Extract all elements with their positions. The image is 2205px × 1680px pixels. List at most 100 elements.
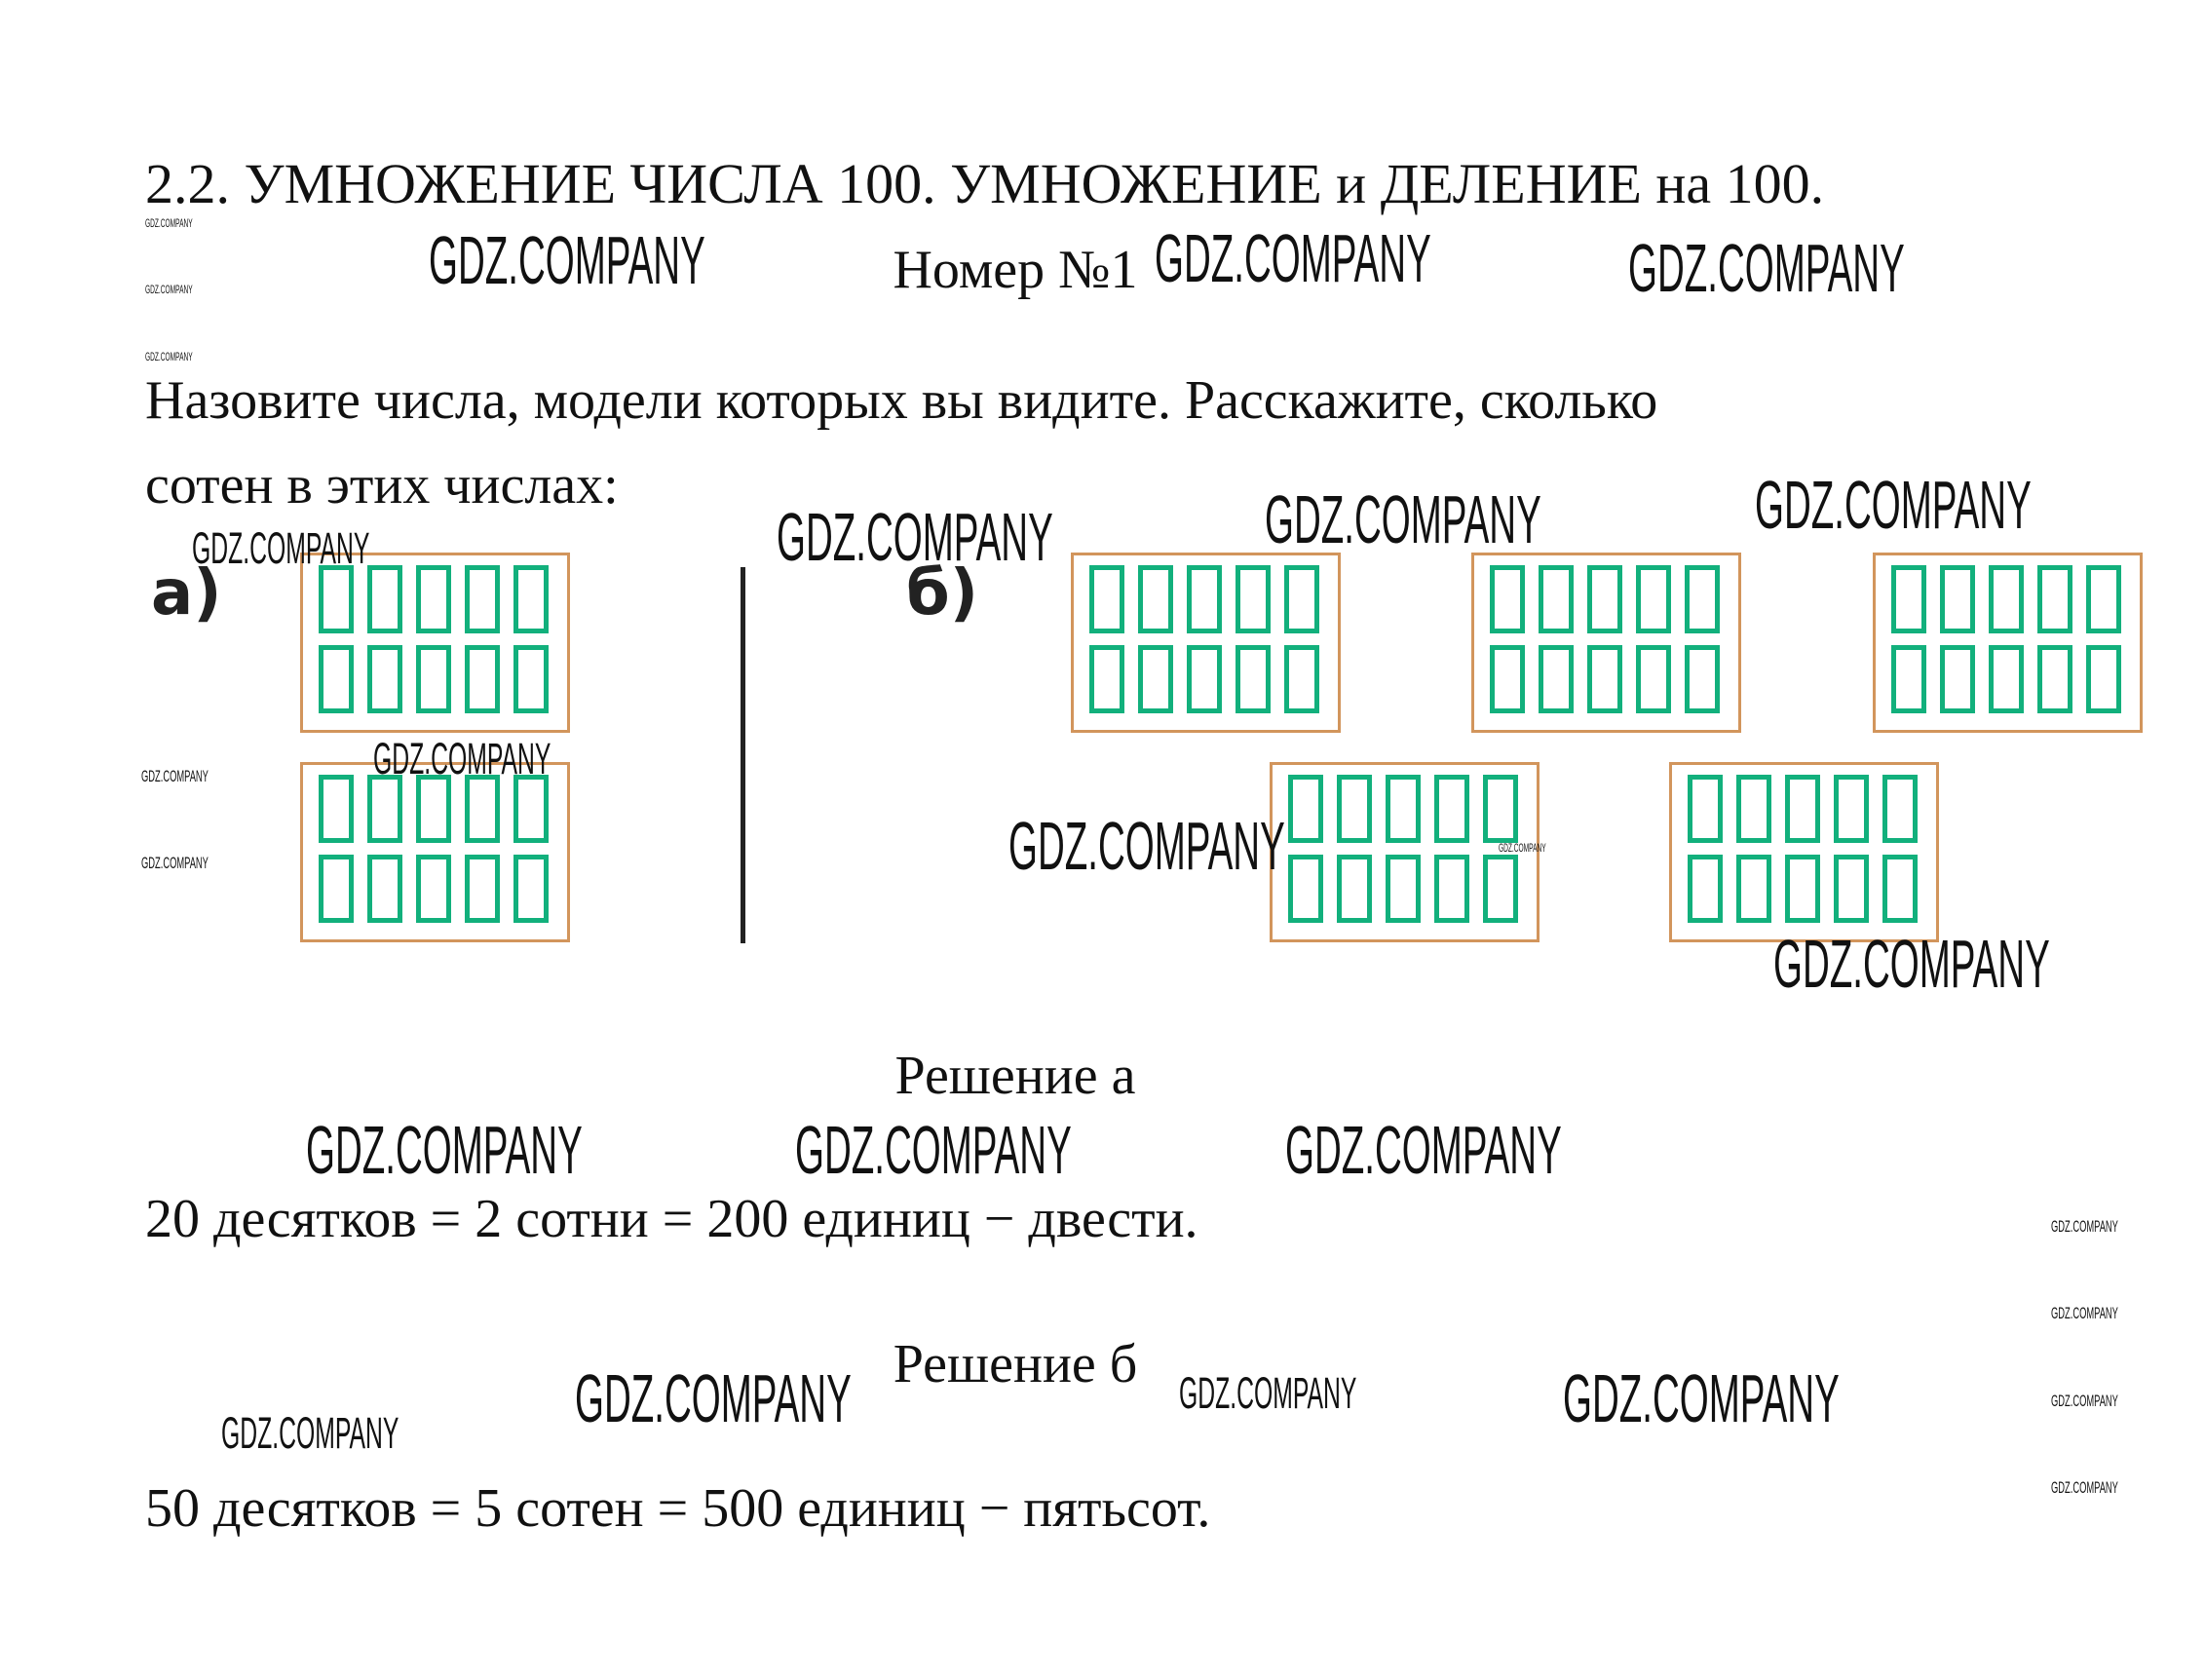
ten-block: [416, 855, 451, 923]
ten-block: [367, 775, 402, 843]
ten-block: [1089, 645, 1124, 713]
watermark: GDZ.COMPANY: [141, 854, 209, 872]
ten-block: [1434, 855, 1469, 923]
ten-block: [513, 855, 549, 923]
ten-block: [1138, 565, 1173, 633]
ten-block: [1288, 775, 1323, 843]
watermark: GDZ.COMPANY: [575, 1360, 852, 1436]
watermark: GDZ.COMPANY: [2051, 1304, 2118, 1322]
watermark: GDZ.COMPANY: [429, 222, 705, 298]
label-a: а): [151, 557, 222, 630]
page-title: 2.2. УМНОЖЕНИЕ ЧИСЛА 100. УМНОЖЕНИЕ и ДЕ…: [145, 152, 1825, 215]
ten-block: [1337, 855, 1372, 923]
ten-block: [1288, 855, 1323, 923]
ten-block: [1587, 645, 1622, 713]
watermark: GDZ.COMPANY: [1628, 230, 1905, 306]
ten-block: [1736, 855, 1771, 923]
ten-block: [1587, 565, 1622, 633]
watermark: GDZ.COMPANY: [777, 499, 1053, 575]
watermark: GDZ.COMPANY: [221, 1408, 399, 1458]
task-text-line-1: Назовите числа, модели которых вы видите…: [145, 370, 1658, 431]
watermark: GDZ.COMPANY: [795, 1112, 1072, 1188]
ten-block: [1434, 775, 1469, 843]
watermark: GDZ.COMPANY: [1285, 1112, 1562, 1188]
ten-block: [513, 775, 549, 843]
ten-block: [465, 565, 500, 633]
ten-block: [1483, 855, 1518, 923]
ten-block: [1636, 565, 1671, 633]
ten-block: [1490, 645, 1525, 713]
ten-block: [1940, 565, 1975, 633]
ten-block: [1736, 775, 1771, 843]
ten-block: [367, 645, 402, 713]
ten-block: [1685, 565, 1720, 633]
ten-block: [465, 855, 500, 923]
ten-block: [465, 645, 500, 713]
watermark: GDZ.COMPANY: [2051, 1217, 2118, 1236]
ten-block: [1236, 565, 1271, 633]
divider-line: [741, 567, 745, 943]
watermark: GDZ.COMPANY: [192, 523, 370, 573]
ten-block: [513, 645, 549, 713]
hundred-model-b: [1270, 762, 1540, 942]
watermark: GDZ.COMPANY: [306, 1112, 583, 1188]
ten-block: [1891, 565, 1926, 633]
hundred-model-a: [300, 762, 570, 942]
ten-block: [319, 645, 354, 713]
hundred-model-a: [300, 553, 570, 733]
ten-block: [2037, 645, 2072, 713]
ten-block: [2086, 645, 2121, 713]
watermark: GDZ.COMPANY: [1265, 481, 1541, 557]
watermark: GDZ.COMPANY: [145, 350, 193, 363]
hundred-model-b: [1669, 762, 1939, 942]
ten-block: [1834, 855, 1869, 923]
exercise-number: Номер №1: [893, 240, 1138, 300]
ten-block: [1284, 645, 1319, 713]
ten-block: [1891, 645, 1926, 713]
solution-a-heading: Решение а: [894, 1046, 1136, 1106]
ten-block: [1138, 645, 1173, 713]
ten-block: [1688, 855, 1723, 923]
ten-block: [1187, 565, 1222, 633]
ten-block: [2037, 565, 2072, 633]
ten-block: [1882, 775, 1918, 843]
ten-block: [513, 565, 549, 633]
ten-block: [1882, 855, 1918, 923]
watermark: GDZ.COMPANY: [373, 734, 551, 783]
ten-block: [1989, 645, 2024, 713]
ten-block: [1685, 645, 1720, 713]
ten-block: [1236, 645, 1271, 713]
solution-b-text: 50 десятков = 5 сотен = 500 единиц − пят…: [145, 1478, 1211, 1539]
ten-block: [1940, 645, 1975, 713]
ten-block: [1490, 565, 1525, 633]
ten-block: [319, 775, 354, 843]
task-text-line-2: сотен в этих числах:: [145, 455, 619, 515]
ten-block: [1539, 565, 1574, 633]
hundred-model-b: [1471, 553, 1741, 733]
watermark: GDZ.COMPANY: [145, 283, 193, 296]
ten-block: [465, 775, 500, 843]
watermark: GDZ.COMPANY: [1179, 1368, 1357, 1418]
ten-block: [1386, 775, 1421, 843]
watermark: GDZ.COMPANY: [1499, 841, 1546, 855]
hundred-model-b: [1873, 553, 2143, 733]
ten-block: [1785, 855, 1820, 923]
ten-block: [1386, 855, 1421, 923]
watermark: GDZ.COMPANY: [1563, 1360, 1840, 1436]
watermark: GDZ.COMPANY: [141, 767, 209, 785]
watermark: GDZ.COMPANY: [1008, 808, 1285, 884]
ten-block: [416, 565, 451, 633]
watermark: GDZ.COMPANY: [1155, 220, 1431, 296]
solution-b-heading: Решение б: [893, 1334, 1138, 1394]
ten-block: [1187, 645, 1222, 713]
ten-block: [1337, 775, 1372, 843]
ten-block: [367, 565, 402, 633]
ten-block: [416, 645, 451, 713]
ten-block: [367, 855, 402, 923]
ten-block: [1539, 645, 1574, 713]
watermark: GDZ.COMPANY: [1755, 467, 2032, 543]
ten-block: [1785, 775, 1820, 843]
ten-block: [1089, 565, 1124, 633]
watermark: GDZ.COMPANY: [2051, 1478, 2118, 1497]
watermark: GDZ.COMPANY: [1773, 926, 2050, 1002]
